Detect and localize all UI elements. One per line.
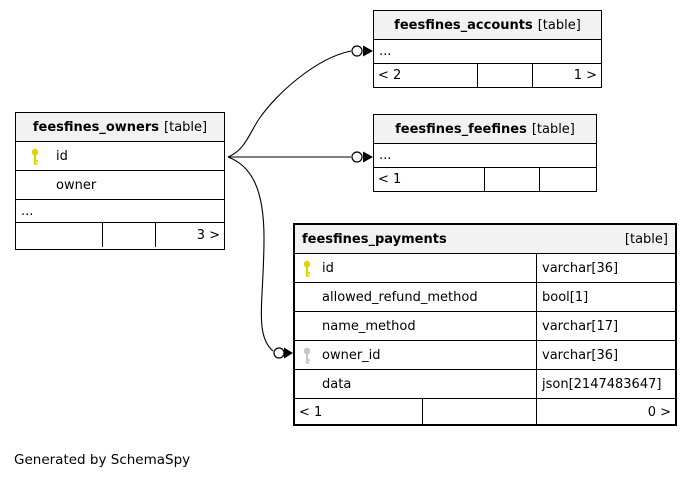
table-name[interactable]: feesfines_accounts — [394, 17, 533, 33]
column-name: id — [322, 260, 334, 276]
zero-connector-icon — [351, 45, 363, 57]
column-name: name_method — [322, 318, 416, 334]
primary-key-icon — [303, 260, 311, 277]
table-header: feesfines_feefines [table] — [374, 115, 596, 144]
elided-columns-row: ... — [374, 144, 596, 168]
table-footer: < 1 — [374, 168, 596, 191]
degree-out — [540, 168, 596, 191]
column-type: varchar[36] — [542, 260, 619, 276]
generated-by-note: Generated by SchemaSpy — [14, 452, 191, 468]
footer-spacer — [478, 64, 533, 87]
key-cell — [295, 260, 322, 277]
footer-spacer — [423, 399, 537, 425]
column-row-allowed-refund-method[interactable]: allowed_refund_method bool[1] — [295, 283, 675, 312]
table-tag: [table] — [624, 231, 668, 247]
table-feesfines-feefines[interactable]: feesfines_feefines [table] ... < 1 — [373, 114, 597, 192]
column-name: allowed_refund_method — [322, 289, 478, 305]
column-row-id[interactable]: id — [16, 142, 224, 171]
relationship-owners-accounts — [227, 45, 373, 158]
primary-key-icon — [31, 148, 39, 165]
table-footer: < 1 0 > — [295, 399, 675, 425]
degree-out: 0 > — [647, 404, 671, 420]
table-footer: 3 > — [16, 223, 224, 247]
column-name: owner — [56, 177, 97, 193]
zero-connector-icon — [351, 151, 363, 163]
table-feesfines-accounts[interactable]: feesfines_accounts [table] ... < 2 1 > — [373, 10, 602, 88]
degree-out: 3 > — [196, 227, 220, 243]
column-name: data — [322, 376, 352, 392]
column-name: owner_id — [322, 347, 381, 363]
arrowhead-icon — [363, 151, 373, 163]
degree-in: < 2 — [374, 64, 478, 87]
table-feesfines-payments[interactable]: feesfines_payments [table] id varchar[36… — [293, 223, 677, 426]
table-tag: [table] — [537, 17, 581, 33]
column-row-data[interactable]: data json[2147483647] — [295, 370, 675, 399]
table-header: feesfines_payments [table] — [295, 225, 675, 254]
elided-columns-row: ... — [374, 40, 601, 64]
table-name[interactable]: feesfines_feefines — [395, 121, 527, 137]
arrowhead-icon — [284, 347, 293, 359]
column-row-id[interactable]: id varchar[36] — [295, 254, 675, 283]
column-name: id — [56, 148, 68, 164]
table-header: feesfines_owners [table] — [16, 113, 224, 142]
table-tag: [table] — [531, 121, 575, 137]
column-row-owner-id[interactable]: owner_id varchar[36] — [295, 341, 675, 370]
table-header: feesfines_accounts [table] — [374, 11, 601, 40]
degree-in — [16, 223, 103, 247]
footer-spacer — [103, 223, 156, 247]
foreign-key-icon — [303, 347, 311, 364]
degree-out: 1 > — [573, 68, 597, 83]
key-cell — [295, 347, 322, 364]
column-row-owner[interactable]: owner — [16, 171, 224, 200]
table-footer: < 2 1 > — [374, 64, 601, 87]
table-tag: [table] — [164, 119, 208, 135]
table-name[interactable]: feesfines_payments — [302, 231, 447, 247]
zero-connector-icon — [273, 347, 285, 359]
arrowhead-icon — [363, 45, 373, 57]
table-name[interactable]: feesfines_owners — [32, 119, 160, 135]
footer-spacer — [485, 168, 540, 191]
column-type: varchar[17] — [542, 318, 619, 334]
column-type: json[2147483647] — [542, 376, 662, 392]
column-row-name-method[interactable]: name_method varchar[17] — [295, 312, 675, 341]
elided-columns-row: ... — [16, 200, 224, 223]
key-cell — [16, 148, 56, 165]
column-type: varchar[36] — [542, 347, 619, 363]
table-feesfines-owners[interactable]: feesfines_owners [table] id owner ... 3 … — [15, 112, 225, 250]
degree-in: < 1 — [295, 399, 423, 425]
relationship-owners-feefines — [228, 151, 373, 163]
degree-in: < 1 — [374, 168, 485, 191]
relationship-owners-payments — [227, 156, 293, 359]
column-type: bool[1] — [542, 289, 589, 305]
